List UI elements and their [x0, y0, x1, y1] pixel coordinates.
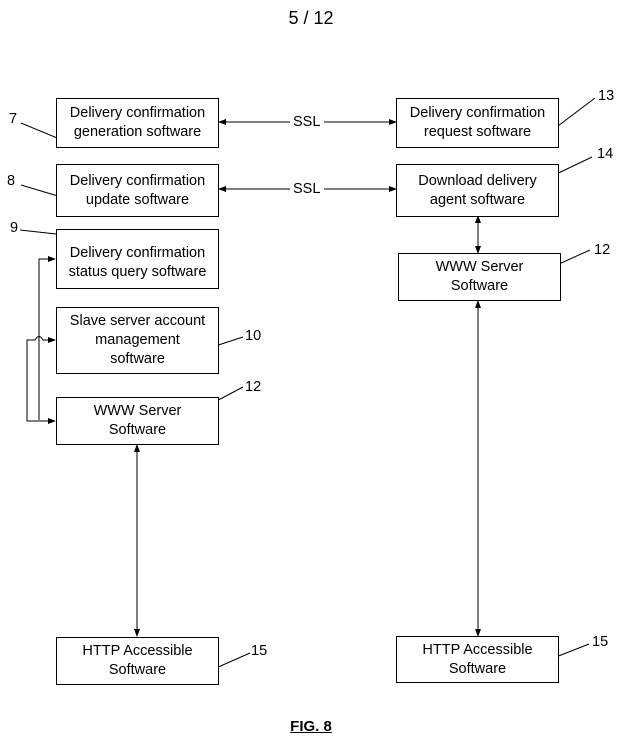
ref-15-left: 15: [251, 643, 268, 659]
ref-14: 14: [597, 146, 614, 162]
ref-9: 9: [10, 220, 19, 236]
bus-to-status: [38, 256, 56, 420]
ssl-label-1: SSL: [292, 114, 322, 130]
delivery-confirmation-update-box: Delivery confirmation update software: [56, 164, 219, 217]
www-server-box-right: WWW Server Software: [398, 253, 561, 301]
leader-15-right: [555, 643, 590, 658]
delivery-confirmation-generation-box: Delivery confirmation generation softwar…: [56, 98, 219, 148]
leader-7: [20, 122, 63, 141]
delivery-confirmation-status-query-box: Delivery confirmation status query softw…: [56, 229, 219, 289]
slave-server-account-management-box: Slave server account management software: [56, 307, 219, 374]
bus-outer: [26, 336, 56, 422]
ref-12-left: 12: [245, 379, 262, 395]
http-accessible-box-right: HTTP Accessible Software: [396, 636, 559, 683]
ref-12-right: 12: [594, 242, 611, 258]
figure-caption: FIG. 8: [290, 718, 332, 735]
page-number: 5 / 12: [288, 8, 334, 28]
download-delivery-agent-box: Download delivery agent software: [396, 164, 559, 217]
leader-15-left: [215, 652, 251, 669]
ref-10: 10: [245, 328, 262, 344]
ref-13: 13: [598, 88, 615, 104]
ref-15-right: 15: [592, 634, 609, 650]
ref-8: 8: [7, 173, 16, 189]
ref-7: 7: [9, 111, 18, 127]
http-accessible-box-left: HTTP Accessible Software: [56, 637, 219, 685]
www-server-box-left: WWW Server Software: [56, 397, 219, 445]
ssl-label-2: SSL: [292, 181, 322, 197]
delivery-confirmation-request-box: Delivery confirmation request software: [396, 98, 559, 148]
